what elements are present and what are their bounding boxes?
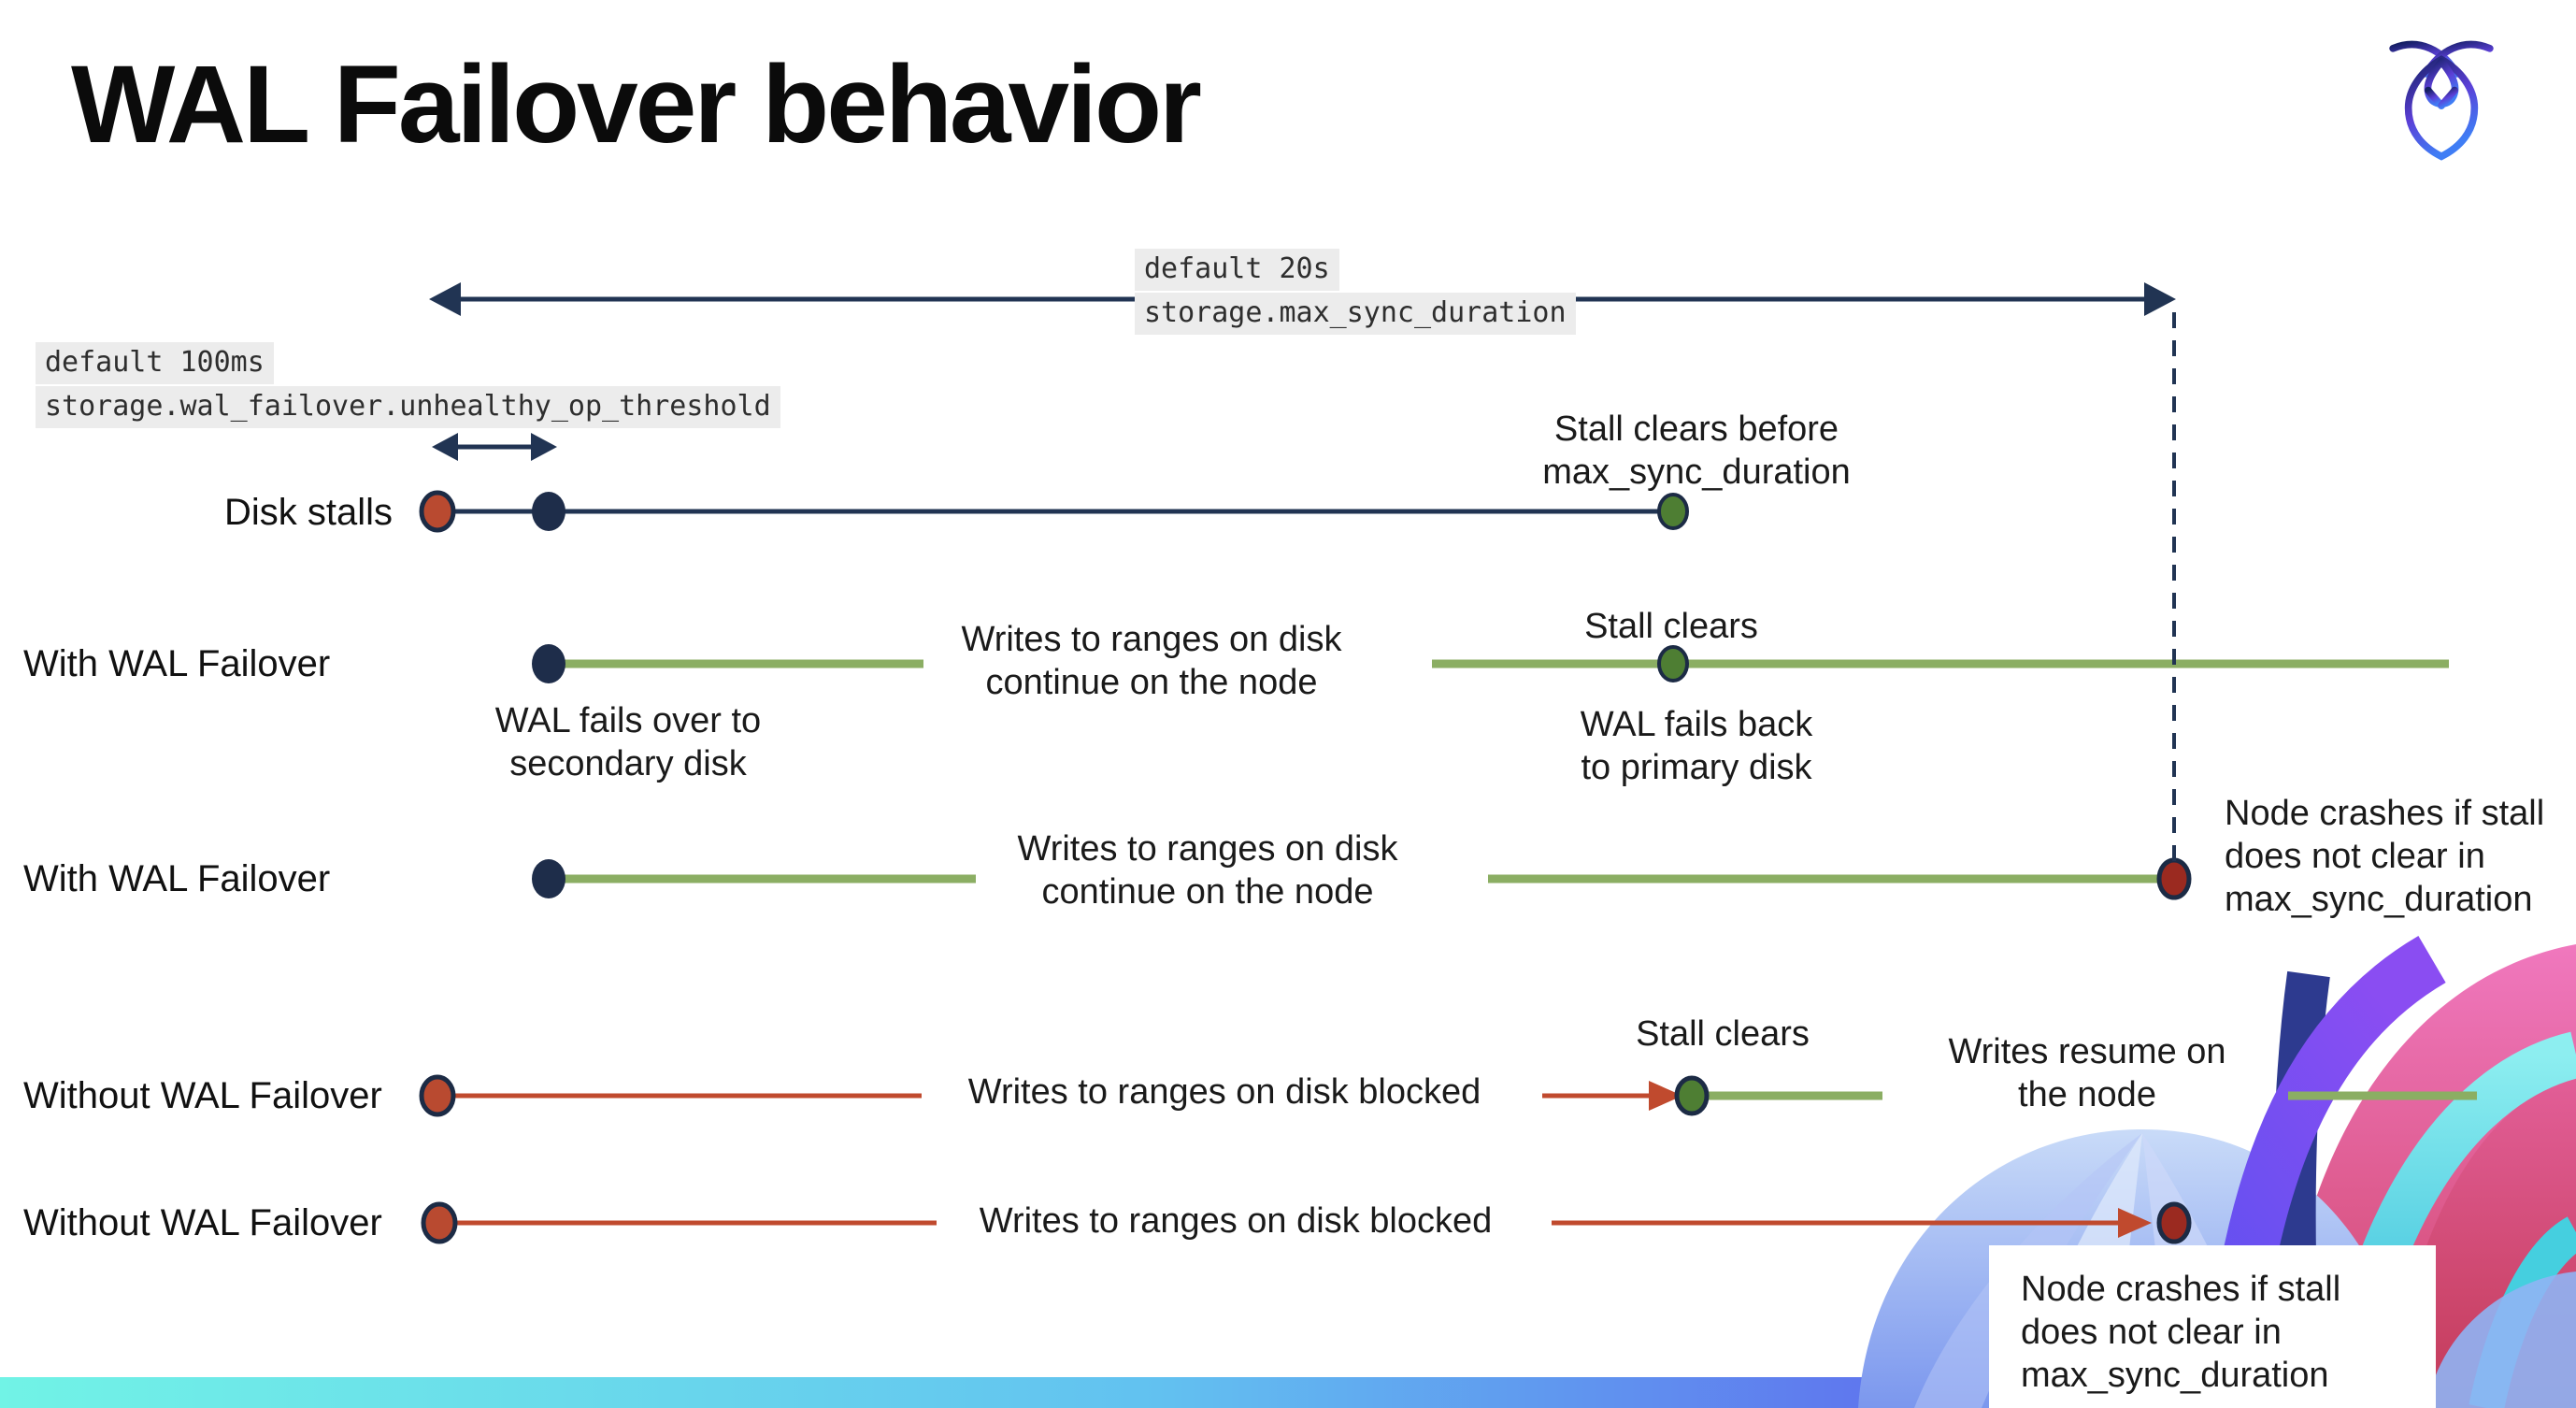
annotation-stall-clears-before: Stall clears before max_sync_duration bbox=[1542, 409, 1851, 492]
threshold-dot bbox=[532, 492, 565, 531]
cockroachdb-logo-icon bbox=[2389, 40, 2494, 161]
stall-start-dot bbox=[419, 490, 456, 533]
annotation-node-crashes-2: Node crashes if stall does not clear in … bbox=[2021, 1270, 2341, 1395]
annotation-writes-continue-1: Writes to ranges on disk continue on the… bbox=[961, 620, 1342, 702]
failover-dot bbox=[532, 644, 565, 683]
max-sync-name: storage.max_sync_duration bbox=[1135, 293, 1576, 335]
stall-start-dot bbox=[421, 1201, 458, 1244]
timeline-without-wal-2 bbox=[421, 1201, 2192, 1244]
failback-dot bbox=[1657, 645, 1689, 682]
threshold-arrow bbox=[432, 433, 557, 461]
row-label-without-wal-1: Without WAL Failover bbox=[23, 1075, 382, 1116]
stall-start-dot bbox=[419, 1074, 456, 1117]
max-sync-setting-label: default 20s storage.max_sync_duration bbox=[1135, 249, 1576, 337]
stall-clear-dot bbox=[1657, 493, 1689, 530]
max-sync-default: default 20s bbox=[1135, 249, 1339, 291]
timeline-with-wal-1 bbox=[532, 644, 2449, 683]
unhealthy-op-name: storage.wal_failover.unhealthy_op_thresh… bbox=[36, 386, 780, 428]
annotation-writes-blocked-2: Writes to ranges on disk blocked bbox=[979, 1201, 1493, 1241]
row-label-without-wal-2: Without WAL Failover bbox=[23, 1202, 382, 1243]
stall-clear-dot bbox=[1674, 1075, 1710, 1116]
row-label-with-wal-2: With WAL Failover bbox=[23, 858, 331, 899]
row-label-disk-stalls: Disk stalls bbox=[223, 492, 393, 533]
crash-dot bbox=[2156, 1201, 2192, 1244]
row-label-with-wal-1: With WAL Failover bbox=[23, 643, 331, 684]
annotation-writes-resume: Writes resume on the node bbox=[1948, 1032, 2226, 1114]
annotation-stall-clears-2: Stall clears bbox=[1636, 1014, 1810, 1054]
failover-dot bbox=[532, 859, 565, 898]
page-title: WAL Failover behavior bbox=[71, 43, 1202, 166]
annotation-wal-fails-over: WAL fails over to secondary disk bbox=[494, 701, 762, 783]
annotation-writes-blocked-1: Writes to ranges on disk blocked bbox=[967, 1072, 1481, 1112]
annotation-wal-fails-back: WAL fails back to primary disk bbox=[1580, 705, 1813, 787]
timeline-disk-stalls bbox=[419, 490, 1689, 533]
unhealthy-op-default: default 100ms bbox=[36, 342, 274, 384]
annotation-writes-continue-2: Writes to ranges on disk continue on the… bbox=[1017, 829, 1398, 912]
annotation-stall-clears-1: Stall clears bbox=[1584, 607, 1758, 646]
crash-note-box: Node crashes if stall does not clear in … bbox=[1989, 1245, 2436, 1408]
annotation-node-crashes-1: Node crashes if stall does not clear in … bbox=[2225, 794, 2545, 919]
unhealthy-op-setting-label: default 100ms storage.wal_failover.unhea… bbox=[36, 342, 780, 430]
crash-dot bbox=[2156, 857, 2192, 900]
timeline-without-wal-1 bbox=[419, 1074, 2477, 1117]
